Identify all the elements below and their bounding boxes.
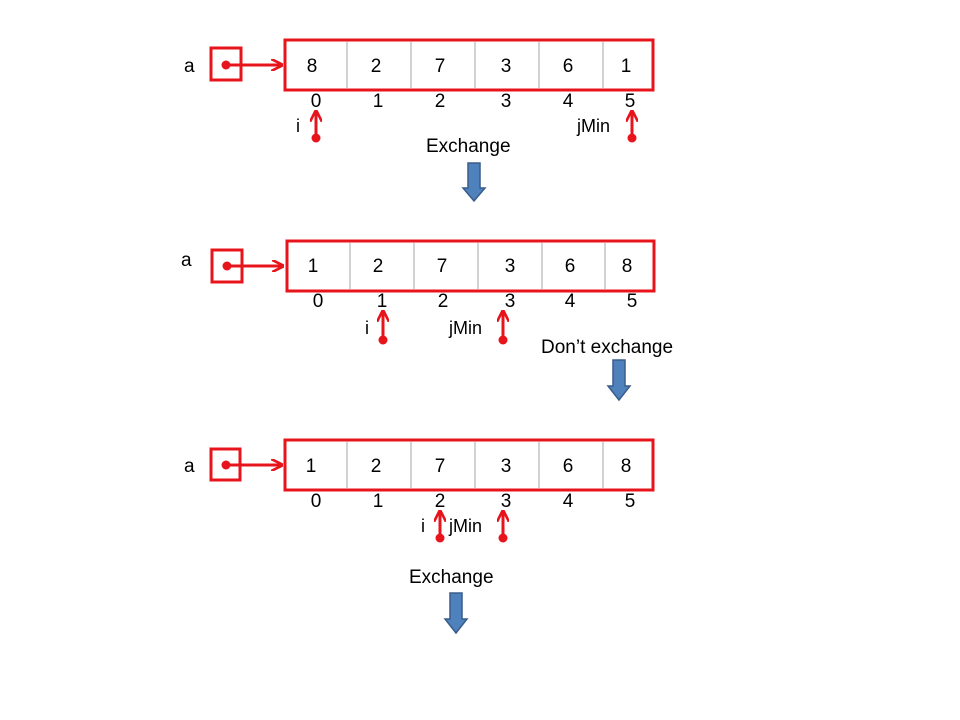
cell-index: 2 xyxy=(438,291,449,312)
cell-value: 7 xyxy=(435,56,446,77)
cell-index: 0 xyxy=(313,291,324,312)
cell-index: 2 xyxy=(435,91,446,112)
cell-index: 2 xyxy=(435,491,446,512)
cell-index: 0 xyxy=(311,91,322,112)
array-name-label: a xyxy=(184,56,195,77)
cell-index: 3 xyxy=(505,291,516,312)
cell-index: 5 xyxy=(627,291,638,312)
cell-index: 4 xyxy=(563,91,574,112)
cell-value: 2 xyxy=(371,456,382,477)
cell-index: 1 xyxy=(377,291,388,312)
down-arrow-icon xyxy=(461,162,487,203)
step-1: a 8 2 7 3 6 1 0 1 2 3 4 5 i jMin Exchang… xyxy=(184,38,655,203)
step-3: a 1 2 7 3 6 8 0 1 2 3 4 5 i jMin Exchang… xyxy=(184,438,655,635)
cell-value: 6 xyxy=(565,256,576,277)
pointer-jmin-dot xyxy=(498,335,508,345)
action-caption: Don’t exchange xyxy=(541,337,673,358)
cell-value: 3 xyxy=(501,456,512,477)
cell-index: 3 xyxy=(501,91,512,112)
cell-value: 3 xyxy=(501,56,512,77)
array-box xyxy=(283,438,655,492)
cell-index: 5 xyxy=(625,491,636,512)
action-caption: Exchange xyxy=(409,567,494,588)
cell-index: 5 xyxy=(625,91,636,112)
pointer-i-dot xyxy=(311,133,321,143)
cell-index: 1 xyxy=(373,491,384,512)
cell-value: 6 xyxy=(563,56,574,77)
cell-value: 1 xyxy=(621,56,632,77)
cell-value: 7 xyxy=(435,456,446,477)
cell-index: 4 xyxy=(565,291,576,312)
down-arrow-icon xyxy=(606,359,632,402)
pointer-jmin-dot xyxy=(627,133,637,143)
pointer-i-label: i xyxy=(365,318,369,338)
cell-index: 4 xyxy=(563,491,574,512)
cell-index: 1 xyxy=(373,91,384,112)
pointer-jmin-dot xyxy=(498,533,508,543)
pointer-i-dot xyxy=(435,533,445,543)
pointer-i-dot xyxy=(378,335,388,345)
pointer-jmin-label: jMin xyxy=(576,116,610,136)
reference-dot xyxy=(221,460,231,470)
pointer-i-label: i xyxy=(296,116,300,136)
pointer-jmin-label: jMin xyxy=(448,318,482,338)
cell-value: 1 xyxy=(308,256,319,277)
pointer-i-label: i xyxy=(421,516,425,536)
cell-index: 3 xyxy=(501,491,512,512)
array-name-label: a xyxy=(181,250,192,271)
cell-value: 8 xyxy=(621,456,632,477)
cell-value: 2 xyxy=(373,256,384,277)
array-box xyxy=(285,239,656,293)
cell-value: 8 xyxy=(622,256,633,277)
step-2: a 1 2 7 3 6 8 0 1 2 3 4 5 i jMin Don’t e… xyxy=(181,239,673,402)
cell-value: 3 xyxy=(505,256,516,277)
pointer-jmin-label: jMin xyxy=(448,516,482,536)
cell-index: 0 xyxy=(311,491,322,512)
reference-dot xyxy=(221,60,231,70)
cell-value: 6 xyxy=(563,456,574,477)
array-box xyxy=(283,38,655,92)
down-arrow-icon xyxy=(443,592,469,635)
cell-value: 1 xyxy=(306,456,317,477)
cell-value: 2 xyxy=(371,56,382,77)
action-caption: Exchange xyxy=(426,136,511,157)
array-name-label: a xyxy=(184,456,195,477)
cell-value: 8 xyxy=(307,56,318,77)
cell-value: 7 xyxy=(437,256,448,277)
reference-dot xyxy=(222,261,232,271)
